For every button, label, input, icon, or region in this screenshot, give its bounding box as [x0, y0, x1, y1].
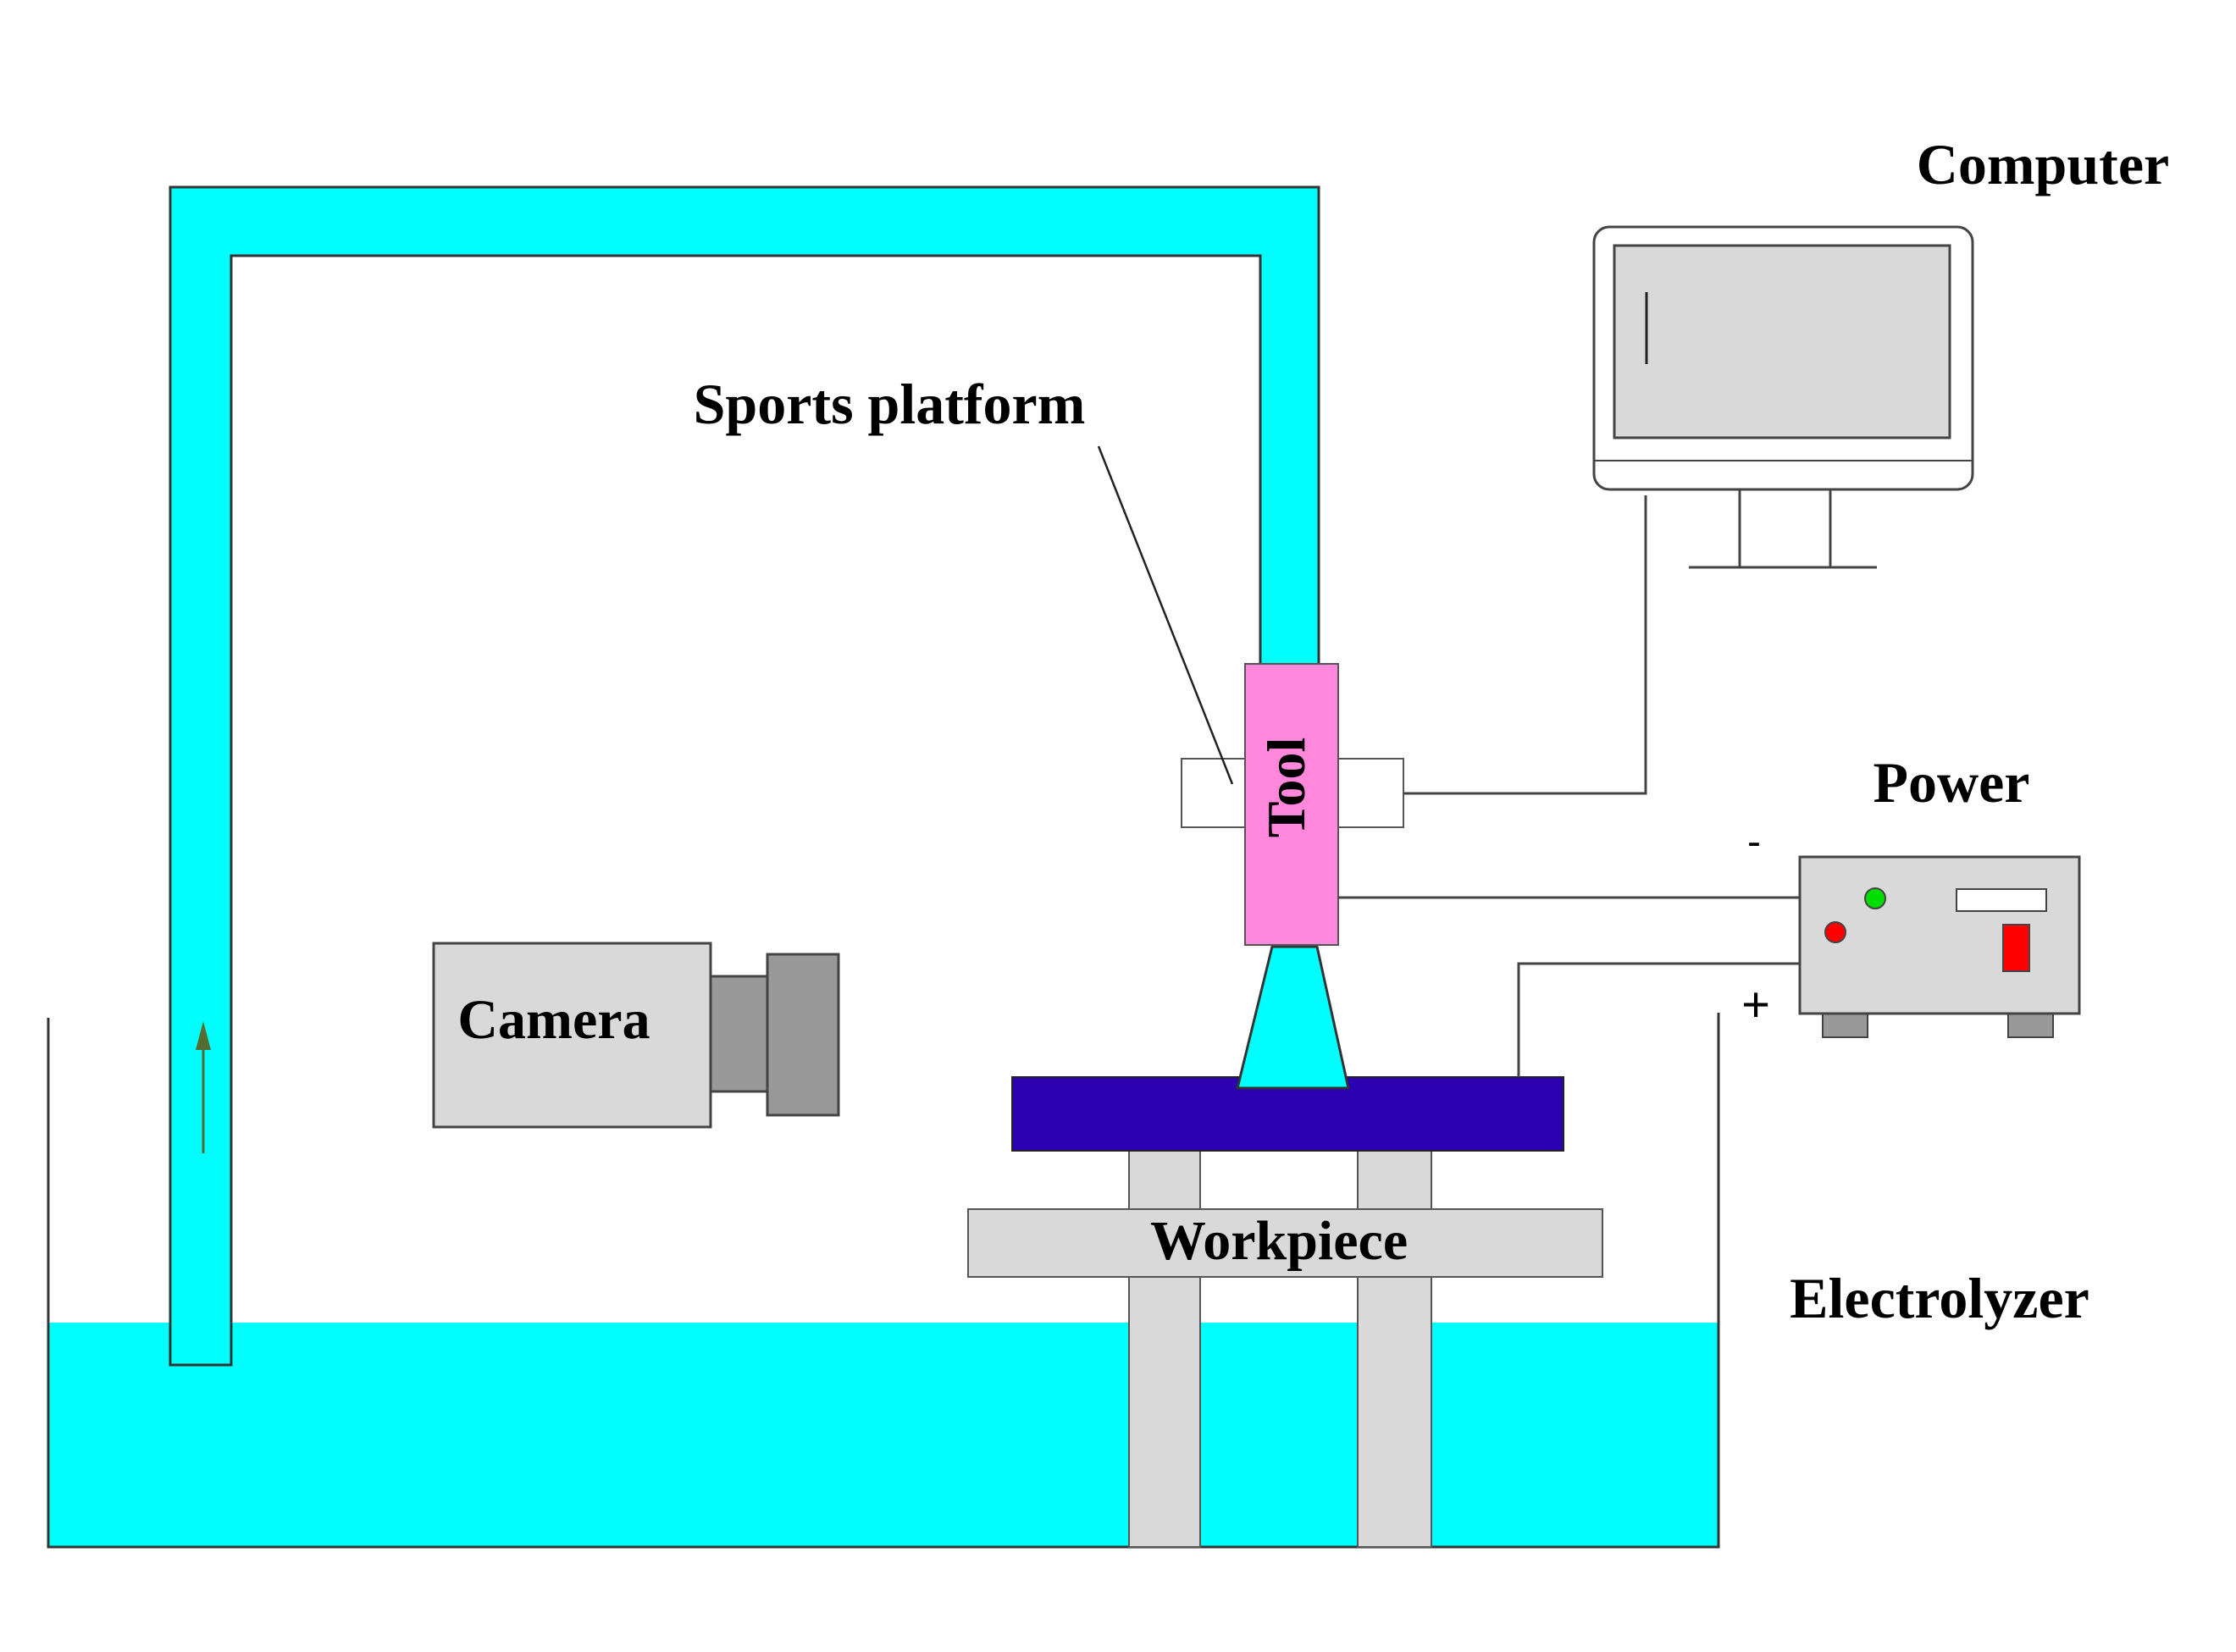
camera-body — [432, 942, 712, 1129]
tool-body — [1244, 663, 1339, 946]
electrolyzer-tank — [47, 1013, 1720, 1549]
fixture-column-left — [1128, 1147, 1201, 1548]
power-switch — [2002, 924, 2030, 972]
workpiece-label: Workpiece — [1150, 1210, 1408, 1272]
tank-outline — [47, 1013, 1720, 1549]
sports-platform-label: Sports platform — [694, 372, 1086, 436]
computer-monitor-icon — [1592, 225, 1974, 569]
minus-terminal-label: - — [1747, 820, 1761, 865]
tool-holder-right — [1334, 758, 1404, 828]
power-box — [1798, 855, 2081, 1015]
workpiece-plate — [967, 1208, 1603, 1278]
power-led-red — [1824, 921, 1846, 943]
electrolyzer-label: Electrolyzer — [1790, 1266, 2089, 1330]
wiring — [1338, 495, 1800, 1077]
power-supply-icon — [1798, 855, 2081, 1038]
tool-assembly: Tool — [1181, 663, 1404, 1090]
tool-tip — [1236, 945, 1350, 1090]
power-foot-left — [1822, 1013, 1868, 1038]
electrolyte-bath — [48, 1323, 1719, 1547]
sports-platform-leader — [1097, 445, 1234, 785]
flow-arrow-icon — [196, 1021, 211, 1153]
computer-label: Computer — [1917, 132, 2169, 196]
camera-lens-mount — [709, 975, 771, 1093]
plus-terminal-label: + — [1741, 977, 1770, 1032]
power-foot-right — [2007, 1013, 2054, 1038]
camera-icon: Camera — [432, 942, 840, 1129]
camera-label: Camera — [457, 989, 650, 1051]
camera-lens — [766, 953, 840, 1117]
fixture-column-right — [1357, 1147, 1432, 1548]
power-led-green — [1864, 887, 1886, 909]
wire-platform-to-computer — [1403, 495, 1647, 795]
workpiece-fixture: Workpiece — [967, 1076, 1603, 1548]
power-label: Power — [1873, 750, 2029, 815]
tool-holder-left — [1181, 758, 1251, 828]
tool-label: Tool — [1256, 738, 1316, 838]
power-display-slot — [1956, 888, 2047, 912]
monitor-screen — [1613, 244, 1951, 439]
wire-workpiece-to-positive — [1517, 962, 1800, 1077]
